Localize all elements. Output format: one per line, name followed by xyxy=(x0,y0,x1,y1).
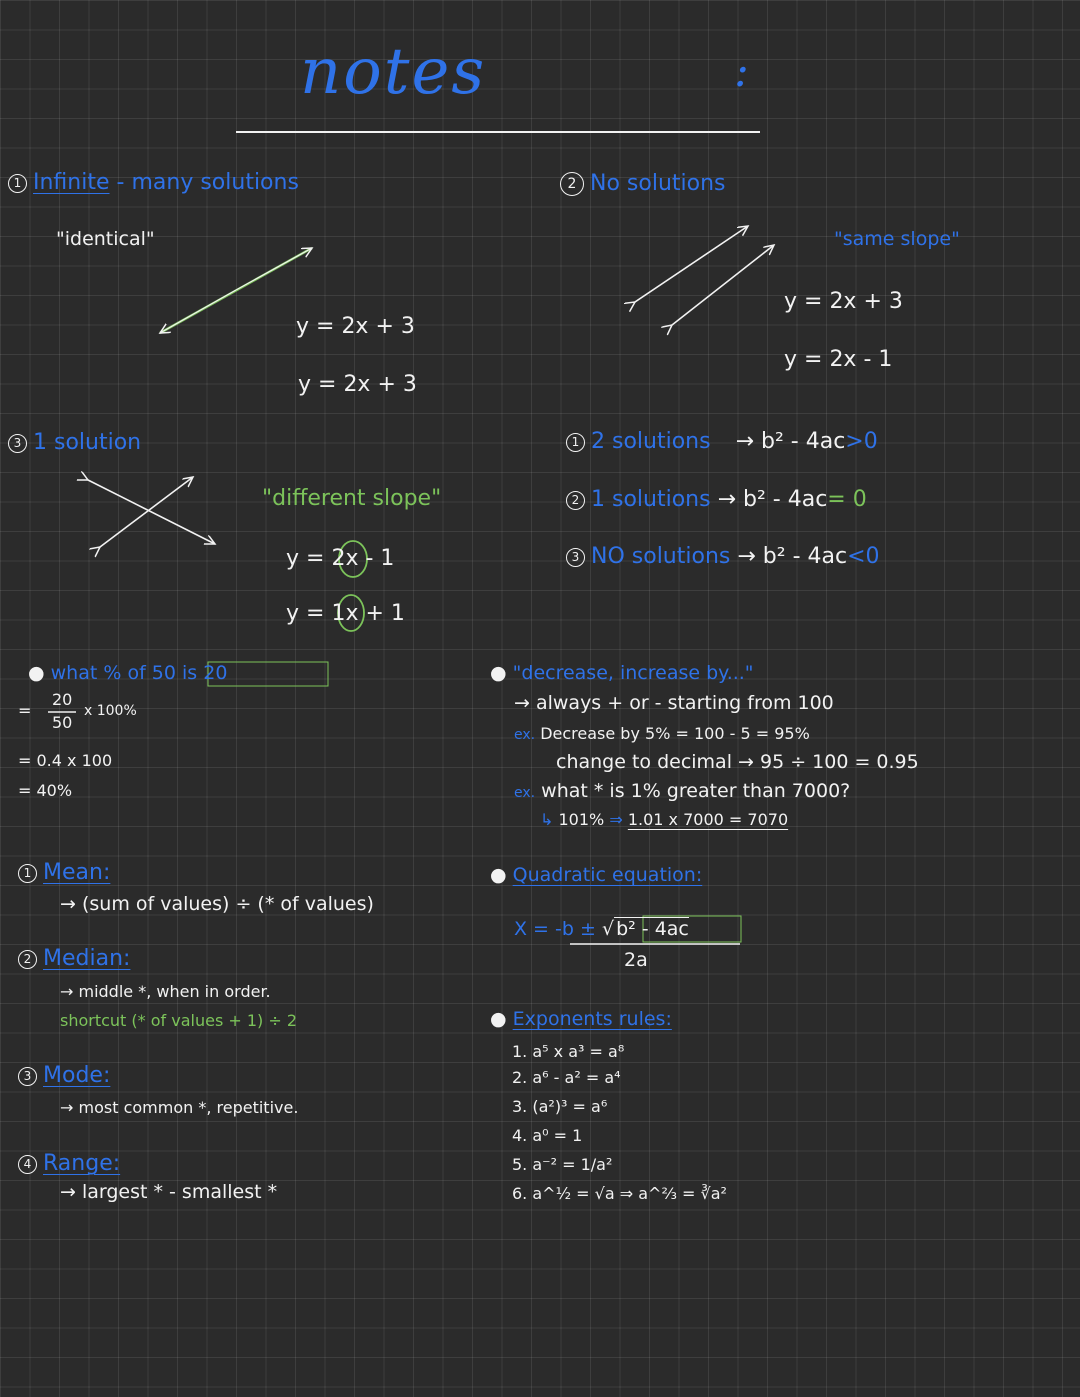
same-slope-note: "same slope" xyxy=(834,228,960,250)
parallel-line-1 xyxy=(635,226,748,302)
median-desc: → middle *, when in order. xyxy=(60,982,271,1001)
range-desc: → largest * - smallest * xyxy=(60,1181,278,1203)
quad-heading: ● Quadratic equation: xyxy=(490,864,703,886)
one-solution-label: 1 solution xyxy=(33,430,142,455)
exp-rule-5: 5. a⁻² = 1/a² xyxy=(512,1155,613,1174)
decrease-heading: ● "decrease, increase by..." xyxy=(490,662,754,684)
percent-mult: x 100% xyxy=(84,703,137,719)
exp-rule-6: 6. a^½ = √a ⇒ a^⅔ = ∛a² xyxy=(512,1184,727,1203)
infinite-rest: many solutions xyxy=(131,170,299,195)
infinite-dash: - xyxy=(116,170,125,195)
identical-lines-arrow-a xyxy=(235,248,312,291)
decrease-line-1: → always + or - starting from 100 xyxy=(514,692,834,714)
exp-rule-2: 2. a⁶ - a² = a⁴ xyxy=(512,1068,621,1087)
number-badge: 1 xyxy=(8,173,27,193)
percent-eq-sign: = xyxy=(18,701,32,720)
slope-circle-2 xyxy=(338,540,368,578)
page-title: notes xyxy=(300,35,487,109)
infinite-label: Infinite xyxy=(33,170,110,195)
mean-desc: → (sum of values) ÷ (* of values) xyxy=(60,893,374,915)
exponents-heading: ● Exponents rules: xyxy=(490,1008,672,1030)
percent-numerator: 20 xyxy=(52,690,73,709)
infinite-heading: 1 Infinite - many solutions xyxy=(8,172,299,194)
exp-rule-1: 1. a⁵ x a³ = a⁸ xyxy=(512,1042,625,1061)
intersect-line-1 xyxy=(88,480,215,544)
intersect-eq-2: y = 1x + 1 xyxy=(286,601,405,626)
quad-root-box xyxy=(642,915,742,943)
mode-desc: → most common *, repetitive. xyxy=(60,1098,299,1117)
exp-rule-4: 4. a⁰ = 1 xyxy=(512,1126,583,1145)
decrease-line-3: change to decimal → 95 ÷ 100 = 0.95 xyxy=(556,751,919,773)
title-colon: : xyxy=(734,46,751,97)
number-badge: 3 xyxy=(8,433,27,453)
slope-circle-1 xyxy=(337,594,365,632)
percent-question-box xyxy=(207,661,329,687)
number-badge: 2 xyxy=(560,172,584,196)
percent-step-3: = 40% xyxy=(18,781,73,800)
quad-denominator: 2a xyxy=(624,949,648,971)
identical-eq-1: y = 2x + 3 xyxy=(296,314,415,339)
percent-step-2: = 0.4 x 100 xyxy=(18,751,113,770)
intersect-eq-1: y = 2x - 1 xyxy=(286,546,395,571)
decrease-line-4: ex. what * is 1% greater than 7000? xyxy=(514,780,851,802)
percent-question: ● what % of 50 is 20 xyxy=(28,662,228,684)
parallel-eq-2: y = 2x - 1 xyxy=(784,347,893,372)
decrease-line-2: ex. Decrease by 5% = 100 - 5 = 95% xyxy=(514,724,810,743)
identical-eq-2: y = 2x + 3 xyxy=(298,372,417,397)
median-shortcut: shortcut (* of values + 1) ÷ 2 xyxy=(60,1011,298,1030)
no-solutions-label: No solutions xyxy=(590,171,726,196)
parallel-eq-1: y = 2x + 3 xyxy=(784,289,903,314)
intersect-line-2 xyxy=(100,477,193,547)
identical-note: "identical" xyxy=(56,228,155,250)
exp-rule-3: 3. (a²)³ = a⁶ xyxy=(512,1097,608,1116)
identical-lines-arrow-b xyxy=(160,289,237,333)
different-slope-note: "different slope" xyxy=(262,486,442,511)
decrease-line-5: ↳ 101% ⇒ 1.01 x 7000 = 7070 xyxy=(540,810,789,829)
parallel-line-2 xyxy=(672,245,774,325)
quad-formula: X = -b ± √b² - 4ac xyxy=(514,917,689,940)
one-solution-heading: 3 1 solution xyxy=(8,432,141,454)
percent-denominator: 50 xyxy=(52,713,73,732)
